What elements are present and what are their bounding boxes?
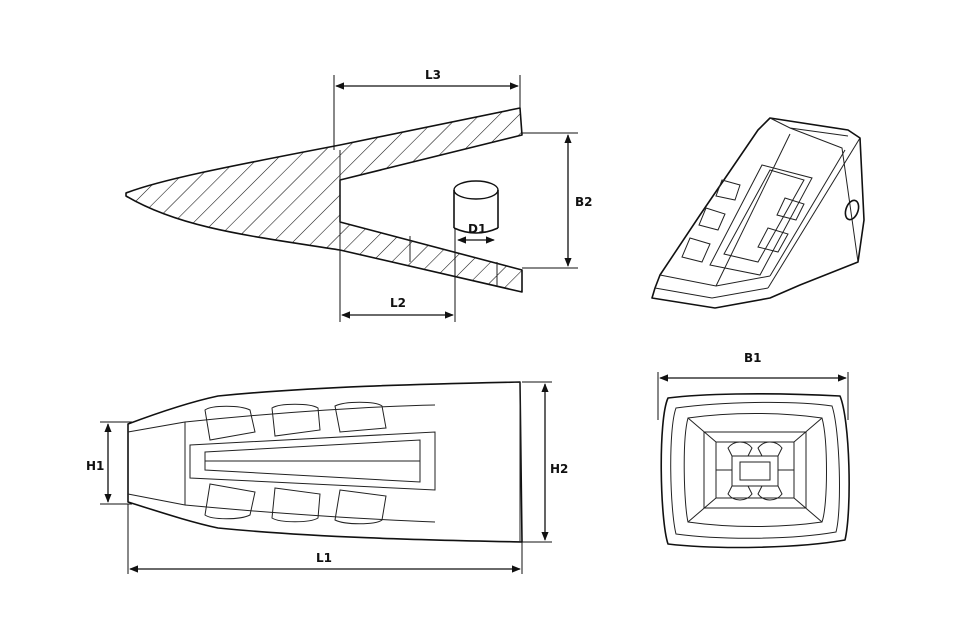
- dim-label-l3: L3: [425, 68, 441, 82]
- dim-label-b1: B1: [744, 351, 762, 365]
- pin-hole-d1: [453, 180, 499, 234]
- side-pin-hole: [844, 199, 860, 221]
- dim-label-b2: B2: [575, 195, 593, 209]
- dim-label-h2: H2: [550, 462, 568, 476]
- front-view: B1: [657, 351, 850, 549]
- dim-label-h1: H1: [86, 459, 104, 473]
- dim-label-l1: L1: [316, 551, 332, 565]
- dim-label-l2: L2: [390, 296, 406, 310]
- isometric-view: [651, 117, 865, 309]
- dim-label-d1: D1: [468, 222, 486, 236]
- section-view: L3 B2 D1 L2: [125, 68, 593, 322]
- section-hatch: [126, 108, 522, 292]
- side-view: H1 H2 L1: [86, 381, 568, 574]
